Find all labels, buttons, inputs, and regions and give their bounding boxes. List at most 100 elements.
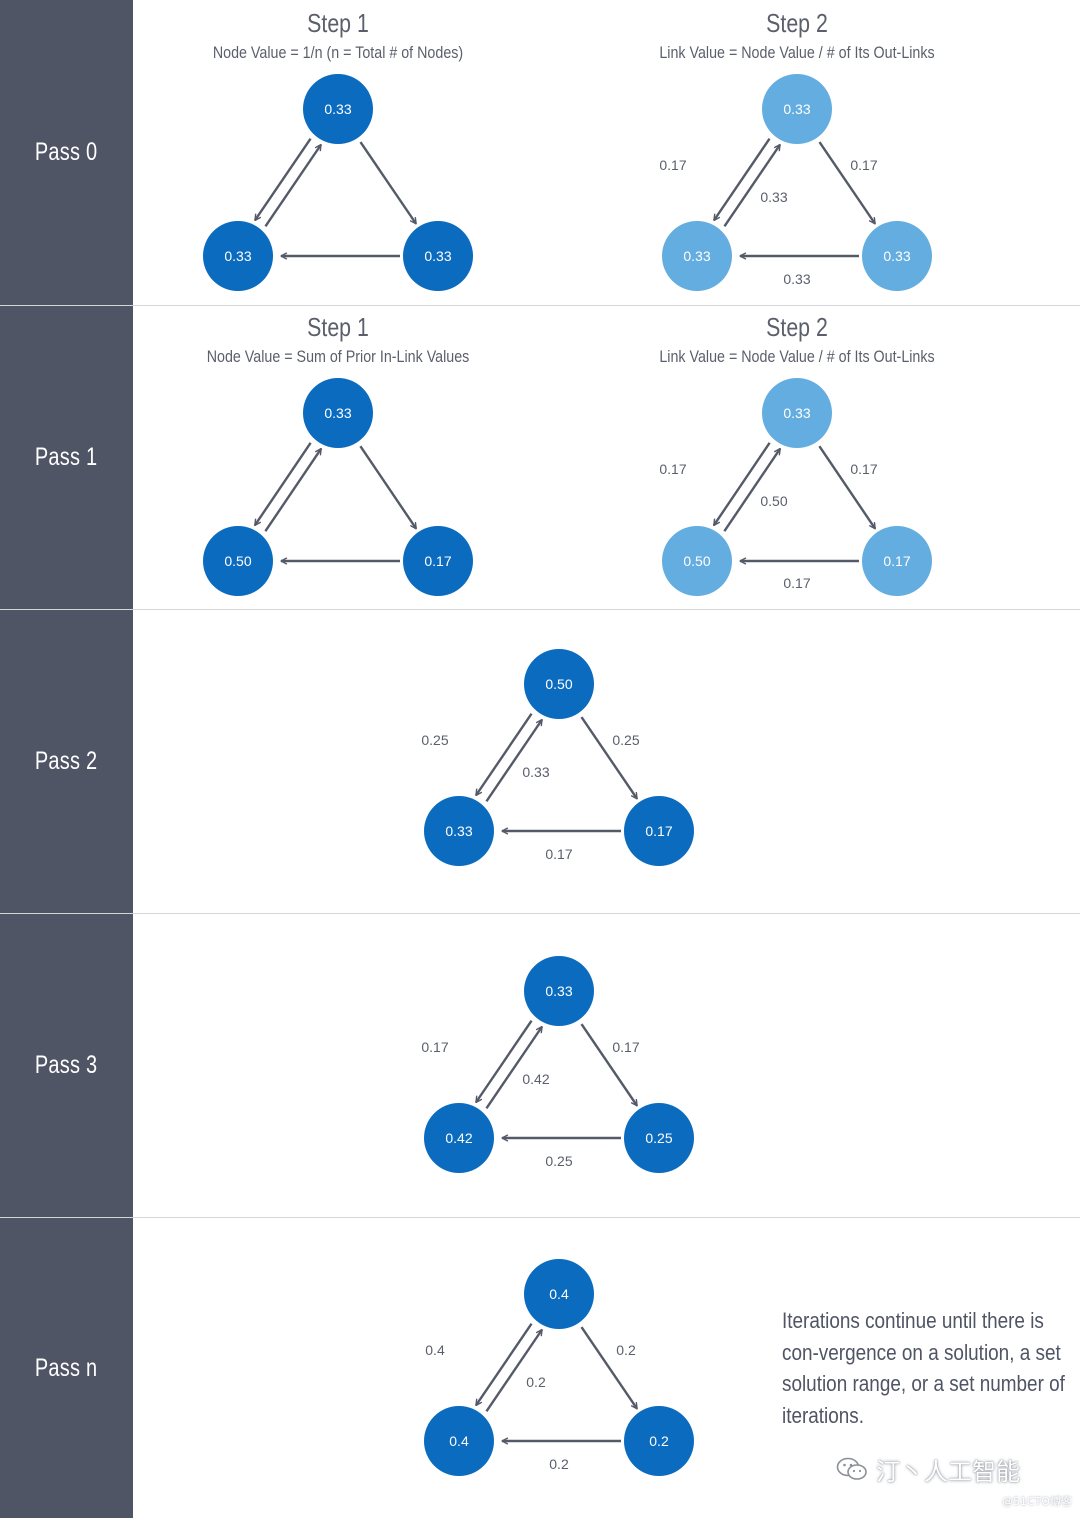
edge-value-right-left: 0.25 bbox=[545, 1153, 572, 1169]
pass-row: Pass 1 Step 1 Node Value = Sum of Prior … bbox=[0, 306, 1080, 610]
step-subtitle: Link Value = Node Value / # of Its Out-L… bbox=[659, 43, 935, 62]
node-top bbox=[303, 378, 373, 448]
edge-value-top-left: 0.25 bbox=[421, 732, 448, 748]
link-arrow-top-to-left bbox=[712, 138, 771, 221]
graph-diagram: 0.33 0.42 0.25 0.17 0.42 0.17 0.25 bbox=[421, 956, 694, 1173]
link-arrow-left-to-top bbox=[485, 1330, 544, 1412]
link-arrow-left-to-top bbox=[723, 145, 782, 227]
step-title: Step 2 bbox=[766, 8, 828, 38]
node-value-right: 0.17 bbox=[883, 553, 910, 569]
node-value-left: 0.4 bbox=[449, 1433, 469, 1449]
node-top bbox=[524, 956, 594, 1026]
edge-value-top-right: 0.25 bbox=[612, 732, 639, 748]
node-value-right: 0.25 bbox=[645, 1130, 672, 1146]
node-top bbox=[524, 649, 594, 719]
edge-value-left-top: 0.33 bbox=[522, 764, 549, 780]
node-right bbox=[862, 221, 932, 291]
node-top bbox=[303, 74, 373, 144]
node-value-top: 0.33 bbox=[545, 983, 572, 999]
pass-label: Pass 3 bbox=[0, 914, 133, 1217]
link-arrow-top-to-left bbox=[474, 1020, 533, 1103]
node-left bbox=[203, 526, 273, 596]
step-title: Step 1 bbox=[307, 312, 369, 342]
pass-label: Pass 0 bbox=[0, 0, 133, 305]
step-title: Step 1 bbox=[307, 8, 369, 38]
node-top bbox=[762, 74, 832, 144]
node-left bbox=[203, 221, 273, 291]
link-arrow-left-to-top bbox=[264, 145, 323, 227]
node-right bbox=[624, 1406, 694, 1476]
step-subtitle: Node Value = Sum of Prior In-Link Values bbox=[206, 347, 470, 366]
edge-value-right-left: 0.33 bbox=[783, 271, 810, 287]
node-left bbox=[662, 221, 732, 291]
link-arrow-top-to-left bbox=[712, 442, 771, 526]
node-value-right: 0.33 bbox=[883, 248, 910, 264]
edge-value-top-right: 0.17 bbox=[850, 157, 877, 173]
node-value-right: 0.17 bbox=[645, 823, 672, 839]
link-arrow-top-to-right bbox=[359, 445, 418, 529]
watermark: 汀丶人工智能 bbox=[836, 1452, 1020, 1486]
edge-value-right-left: 0.17 bbox=[783, 575, 810, 591]
pass-label: Pass 1 bbox=[0, 306, 133, 609]
node-value-left: 0.33 bbox=[224, 248, 251, 264]
node-left bbox=[424, 1103, 494, 1173]
edge-value-top-left: 0.4 bbox=[425, 1342, 445, 1358]
pass-label: Pass 2 bbox=[0, 610, 133, 913]
edge-value-top-left: 0.17 bbox=[659, 461, 686, 477]
step-subtitle: Link Value = Node Value / # of Its Out-L… bbox=[659, 347, 935, 366]
link-arrow-top-to-right bbox=[580, 1023, 639, 1106]
link-arrow-left-to-top bbox=[485, 720, 544, 802]
edge-value-left-top: 0.2 bbox=[526, 1374, 546, 1390]
pass-row: Pass 2 0.50 0.33 0.17 0.25 0.33 0.25 0.17 bbox=[0, 610, 1080, 914]
link-arrow-left-to-top bbox=[264, 449, 323, 532]
edge-value-left-top: 0.50 bbox=[760, 493, 787, 509]
edge-value-top-right: 0.17 bbox=[850, 461, 877, 477]
node-value-top: 0.33 bbox=[324, 101, 351, 117]
edge-value-left-top: 0.42 bbox=[522, 1071, 549, 1087]
link-arrow-top-to-left bbox=[474, 713, 533, 796]
node-top bbox=[762, 378, 832, 448]
node-value-top: 0.50 bbox=[545, 676, 572, 692]
node-top bbox=[524, 1259, 594, 1329]
node-value-right: 0.2 bbox=[649, 1433, 669, 1449]
edge-value-top-left: 0.17 bbox=[659, 157, 686, 173]
wechat-icon bbox=[836, 1457, 867, 1480]
edge-value-top-right: 0.2 bbox=[616, 1342, 636, 1358]
node-value-left: 0.50 bbox=[224, 553, 251, 569]
node-value-left: 0.42 bbox=[445, 1130, 472, 1146]
edge-value-top-right: 0.17 bbox=[612, 1039, 639, 1055]
node-value-top: 0.33 bbox=[324, 405, 351, 421]
link-arrow-top-to-right bbox=[818, 445, 877, 529]
graph-diagram: 0.50 0.33 0.17 0.25 0.33 0.25 0.17 bbox=[421, 649, 694, 866]
node-value-top: 0.33 bbox=[783, 101, 810, 117]
step-subtitle: Node Value = 1/n (n = Total # of Nodes) bbox=[212, 43, 464, 62]
edge-value-right-left: 0.2 bbox=[549, 1456, 569, 1472]
link-arrow-top-to-right bbox=[580, 1326, 639, 1409]
edge-value-right-left: 0.17 bbox=[545, 846, 572, 862]
node-right bbox=[403, 221, 473, 291]
link-arrow-top-to-right bbox=[359, 141, 418, 224]
node-right bbox=[624, 1103, 694, 1173]
pass-row: Pass 3 0.33 0.42 0.25 0.17 0.42 0.17 0.25 bbox=[0, 914, 1080, 1218]
watermark-small: @51CTO博客 bbox=[1001, 1495, 1072, 1508]
link-arrow-top-to-left bbox=[253, 442, 312, 526]
step-title: Step 2 bbox=[766, 312, 828, 342]
node-right bbox=[624, 796, 694, 866]
node-value-top: 0.33 bbox=[783, 405, 810, 421]
node-left bbox=[662, 526, 732, 596]
node-value-left: 0.33 bbox=[445, 823, 472, 839]
link-arrow-top-to-left bbox=[474, 1323, 533, 1406]
link-arrow-left-to-top bbox=[723, 449, 782, 532]
node-right bbox=[862, 526, 932, 596]
node-value-right: 0.17 bbox=[424, 553, 451, 569]
watermark-text: 汀丶人工智能 bbox=[876, 1457, 1020, 1486]
edge-value-top-left: 0.17 bbox=[421, 1039, 448, 1055]
node-right bbox=[403, 526, 473, 596]
iteration-note: Iterations continue until there is con-v… bbox=[782, 1308, 1065, 1428]
pass-label: Pass n bbox=[0, 1218, 133, 1518]
link-arrow-top-to-right bbox=[580, 716, 639, 799]
